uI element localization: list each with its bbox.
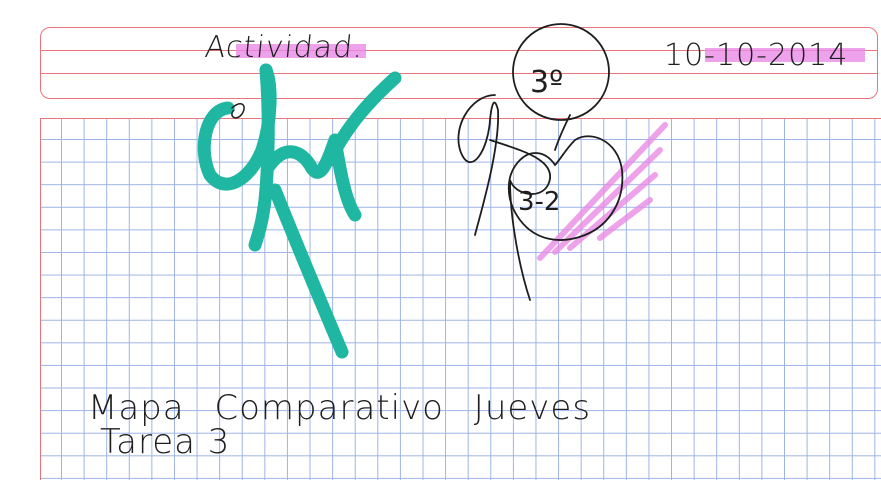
lower-circle-label: 3-2 bbox=[518, 187, 560, 217]
date-highlight bbox=[705, 48, 865, 62]
signature-stroke-3 bbox=[263, 133, 362, 222]
grid-paper bbox=[40, 118, 881, 480]
assignment-line-2: Tarea 3 bbox=[100, 422, 231, 462]
signature-stroke-5 bbox=[268, 183, 349, 359]
title-highlight bbox=[236, 44, 366, 58]
lower-heart-shape bbox=[507, 135, 624, 241]
signature-stroke-2 bbox=[248, 63, 275, 252]
signature-loop bbox=[489, 139, 551, 301]
assignment-line-1: Mapa Comparativo Jueves bbox=[88, 388, 592, 428]
connector-line bbox=[554, 114, 571, 151]
teal-signature bbox=[197, 63, 402, 359]
signature-curve bbox=[457, 94, 499, 236]
date-text: 10-10-2014 bbox=[664, 38, 849, 73]
signature-stroke-1 bbox=[197, 63, 277, 191]
signature-stroke-4 bbox=[323, 71, 402, 167]
signature-small-scribble bbox=[231, 103, 245, 119]
upper-circle bbox=[512, 23, 610, 121]
upper-circle-label: 3º bbox=[530, 65, 563, 100]
header-box bbox=[40, 27, 878, 99]
ink-drawing bbox=[457, 23, 624, 301]
